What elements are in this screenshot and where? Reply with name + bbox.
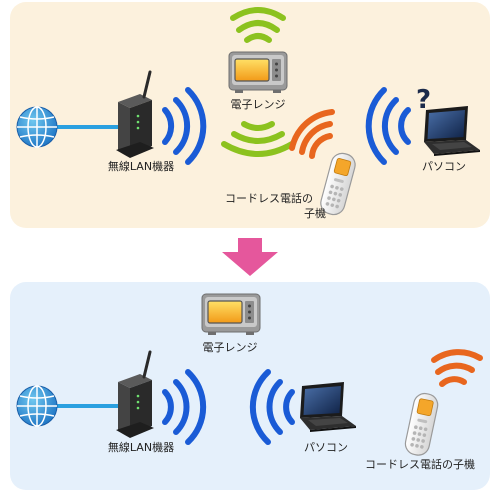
phone-label-line1: コードレス電話の	[225, 192, 313, 205]
router-wifi-signal-icon	[162, 87, 207, 165]
laptop-wifi-signal-icon	[365, 87, 411, 165]
wireless-router-icon	[114, 350, 156, 440]
panel-after-relocated: 無線LAN機器 電子レンジ パソコン コードレス電話の子機	[10, 282, 490, 490]
question-mark-icon: ?	[416, 85, 431, 115]
laptop-wifi-signal-icon	[249, 369, 295, 445]
phone-label-line2: 子機	[304, 207, 326, 220]
phone-emission-icon	[289, 109, 335, 159]
panel-before-interference: ? 無線LAN機器 電子レンジ コードレス電話の 子機 パソコン	[10, 2, 490, 228]
router-label: 無線LAN機器	[107, 441, 175, 454]
pc-label: パソコン	[422, 160, 466, 173]
laptop-icon	[300, 382, 356, 432]
microwave-emission-top-icon	[230, 7, 286, 43]
router-label: 無線LAN機器	[107, 160, 175, 173]
after-diagram-canvas	[16, 293, 483, 458]
globe-icon	[16, 385, 58, 427]
microwave-label: 電子レンジ	[202, 341, 258, 354]
router-wifi-signal-icon	[162, 369, 207, 445]
before-diagram-canvas: ?	[16, 7, 480, 218]
phone-emission-icon	[431, 349, 483, 387]
arrow-down-icon	[222, 238, 278, 276]
microwave-label: 電子レンジ	[230, 98, 286, 111]
pc-label: パソコン	[304, 441, 348, 454]
microwave-icon	[201, 293, 261, 336]
microwave-emission-bottom-icon	[221, 121, 295, 157]
phone-label: コードレス電話の子機	[365, 458, 475, 471]
cordless-phone-handset-icon	[402, 390, 441, 458]
